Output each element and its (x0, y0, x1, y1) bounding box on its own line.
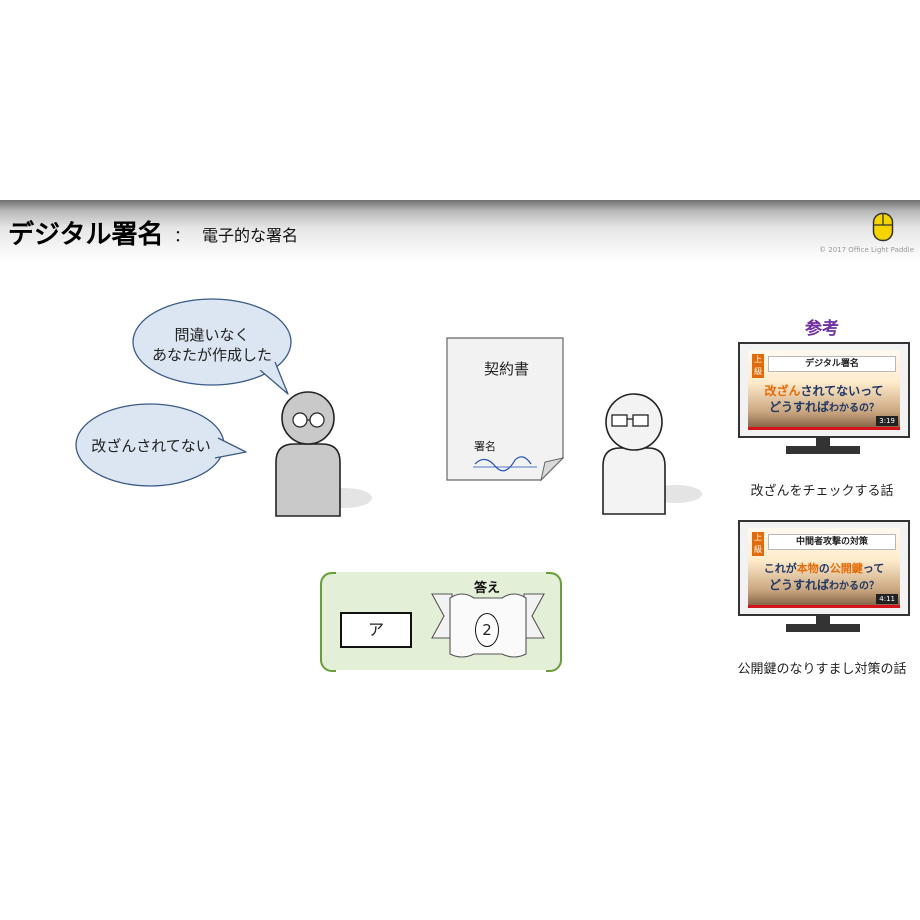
headline-text: わかるの？ (829, 581, 879, 592)
video-headline-line2: どうすればわかるの？ (748, 578, 900, 594)
level-badge: 上級 (752, 354, 764, 378)
subtitle-colon: ： (174, 226, 191, 245)
speech-bubble-top-text: 問違いなく あなたが作成した (132, 325, 292, 365)
document-title: 契約書 (484, 360, 530, 378)
headline-keyword: 改ざん (764, 384, 801, 398)
video-headline-line2: どうすればわかるの？ (748, 400, 900, 416)
monitor-stand-icon (786, 614, 860, 632)
video-progress-bar (748, 605, 900, 608)
headline-text: って (862, 562, 885, 575)
video-thumbnail-1[interactable]: 上級 デジタル署名 改ざんされてないって どうすればわかるの？ 3:19 (738, 342, 910, 458)
answer-label: 答え (473, 581, 500, 596)
video-screen: 上級 中間者攻撃の対策 これが本物の公開鍵って どうすればわかるの？ 4:11 (748, 528, 900, 608)
video-headline-line1: これが本物の公開鍵って (748, 562, 900, 576)
page-title: デジタル署名 (8, 220, 164, 250)
speech-bubble-top (132, 298, 292, 395)
headline-keyword: 公開鍵 (829, 562, 863, 575)
mouse-icon (872, 212, 894, 242)
video-caption-2[interactable]: 公開鍵のなりすまし対策の話 (737, 662, 907, 677)
headline-text: わかるの？ (829, 403, 879, 414)
video-title: 中間者攻撃の対策 (768, 534, 896, 550)
speech-bubble-bottom-text: 改ざんされてない (91, 437, 211, 455)
video-progress-bar (748, 427, 900, 430)
headline-text: されてないって (800, 384, 884, 398)
contract-document-icon (446, 337, 565, 482)
video-headline-line1: 改ざんされてないって (748, 384, 900, 398)
video-duration: 3:19 (876, 416, 898, 426)
subtitle-text: 電子的な署名 (202, 226, 299, 245)
video-thumbnail-2[interactable]: 上級 中間者攻撃の対策 これが本物の公開鍵って どうすればわかるの？ 4:11 (738, 520, 910, 636)
answer-bracket-right (546, 572, 562, 672)
headline-text: の (818, 562, 830, 575)
video-screen: 上級 デジタル署名 改ざんされてないって どうすればわかるの？ 3:19 (748, 350, 900, 430)
monitor-frame: 上級 中間者攻撃の対策 これが本物の公開鍵って どうすればわかるの？ 4:11 (738, 520, 910, 616)
video-duration: 4:11 (876, 594, 898, 604)
monitor-stand-icon (786, 436, 860, 454)
monitor-frame: 上級 デジタル署名 改ざんされてないって どうすればわかるの？ 3:19 (738, 342, 910, 438)
person-left (275, 391, 372, 517)
speech-bubble-bottom (75, 403, 247, 487)
copyright-notice: © 2017 Office Light Paddle (819, 246, 914, 254)
headline-text: どうすれば (768, 578, 829, 592)
header-bar: デジタル署名 ： 電子的な署名 © 2017 Office Light Paddl… (0, 200, 920, 262)
headline-text: どうすれば (768, 400, 829, 414)
video-title: デジタル署名 (768, 356, 896, 372)
document-signature-label: 署名 (474, 440, 496, 453)
answer-choice-box: ア (340, 612, 412, 648)
speech-bubble-top-line1: 問違いなく (174, 326, 250, 344)
answer-number: 2 (475, 613, 499, 647)
reference-title: 参考 (805, 319, 839, 339)
headline-text: これが (763, 562, 797, 575)
answer-bracket-left (320, 572, 336, 672)
speech-bubbles (75, 298, 292, 487)
page-subtitle: ： 電子的な署名 (174, 222, 298, 246)
person-right (602, 393, 702, 515)
headline-keyword: 本物 (796, 562, 819, 575)
speech-bubble-top-line2: あなたが作成した (151, 346, 272, 364)
video-caption-1[interactable]: 改ざんをチェックする話 (750, 484, 894, 499)
level-badge: 上級 (752, 532, 764, 556)
